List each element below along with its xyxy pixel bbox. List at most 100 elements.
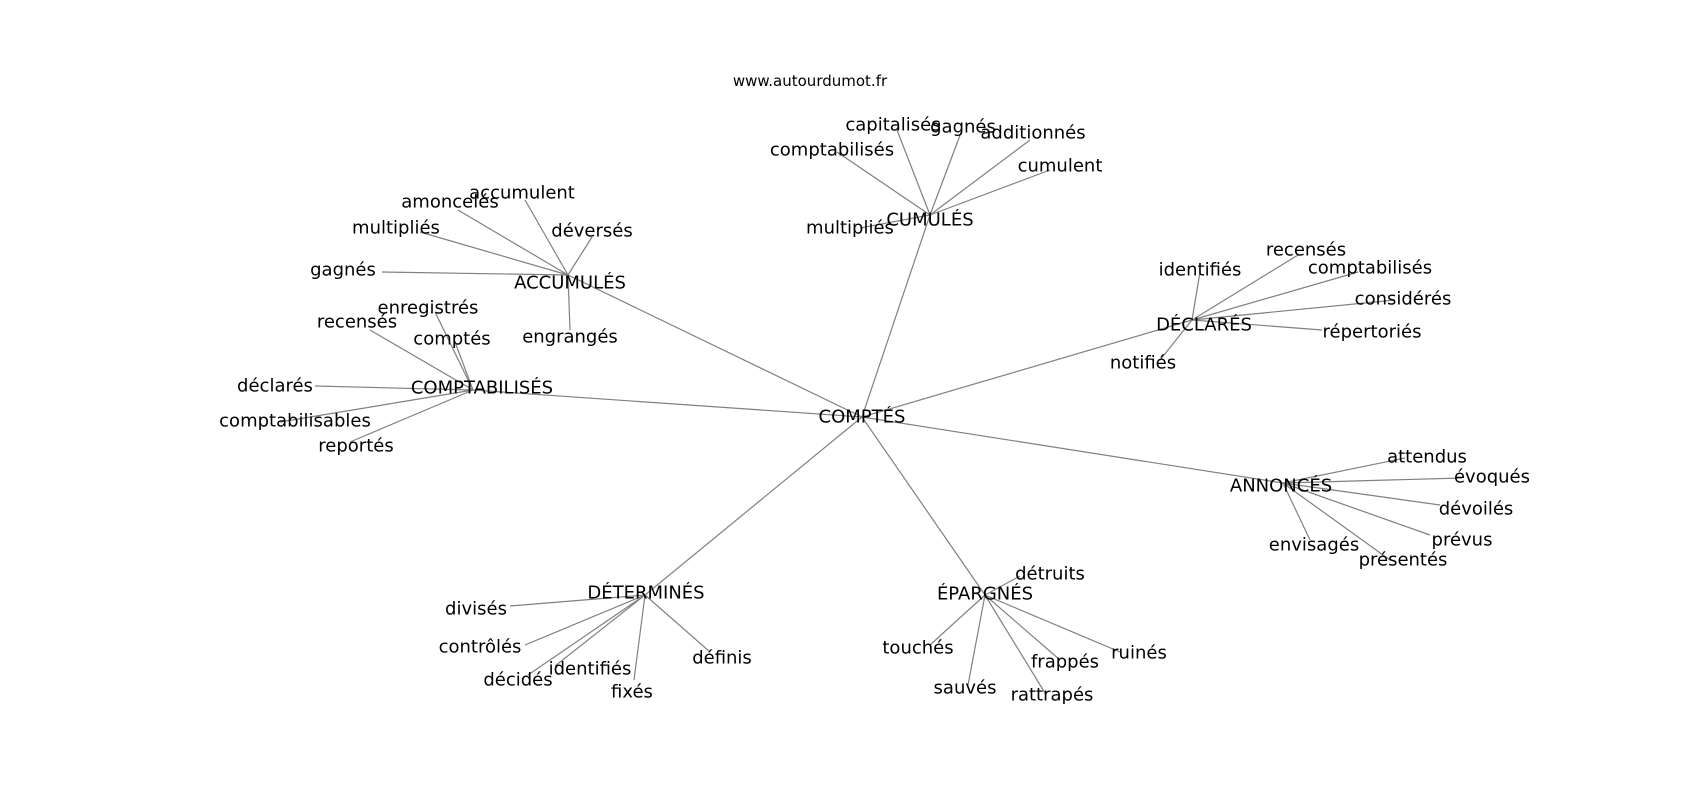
edge-hub-to-leaf xyxy=(454,341,474,391)
edge-root-to-hub xyxy=(861,416,986,596)
edge-hub-to-leaf xyxy=(1191,271,1359,321)
edge-root-to-hub xyxy=(861,214,931,418)
edge-hub-to-leaf xyxy=(929,129,963,216)
edge-hub-to-leaf xyxy=(1191,299,1396,321)
edge-root-to-hub xyxy=(861,319,1193,418)
hub-node-label: DÉTERMINÉS xyxy=(587,582,704,604)
edge-hub-to-leaf xyxy=(524,199,569,276)
edge-hub-to-leaf xyxy=(984,594,1061,661)
leaf-node-label: définis xyxy=(692,648,752,669)
leaf-node-label: comptabilisés xyxy=(770,140,894,161)
leaf-node-label: considérés xyxy=(1355,289,1452,310)
hub-node-label: CUMULÉS xyxy=(886,209,973,231)
edge-hub-to-leaf xyxy=(633,594,646,681)
edge-hub-to-leaf xyxy=(349,389,474,443)
edge-hub-to-leaf xyxy=(929,139,1031,216)
leaf-node-label: ruinés xyxy=(1111,643,1167,664)
edge-hub-to-leaf xyxy=(967,594,986,686)
hub-node-label: ANNONCÉS xyxy=(1230,475,1332,497)
leaf-node-label: contrôlés xyxy=(439,637,522,658)
leaf-node-label: gagnés xyxy=(310,260,376,281)
edge-hub-to-leaf xyxy=(929,594,986,646)
edge-root-to-hub xyxy=(861,416,1284,484)
leaf-node-label: engrangés xyxy=(522,327,618,348)
leaf-node-label: comptabilisés xyxy=(1308,258,1432,279)
leaf-node-label: recensés xyxy=(1266,240,1346,261)
edge-hub-to-leaf xyxy=(836,151,931,216)
edge-hub-to-leaf xyxy=(644,594,711,653)
edge-hub-to-leaf xyxy=(984,575,1021,596)
leaf-node-label: amoncelés xyxy=(401,192,498,213)
edge-hub-to-leaf xyxy=(896,129,931,216)
leaf-node-label: accumulent xyxy=(469,183,575,204)
edge-hub-to-leaf xyxy=(457,209,569,276)
leaf-node-label: comptabilisables xyxy=(219,411,371,432)
edge-hub-to-leaf xyxy=(1159,319,1193,361)
leaf-node-label: répertoriés xyxy=(1323,322,1422,343)
leaf-node-label: reportés xyxy=(318,436,393,457)
edge-root-to-hub xyxy=(567,274,863,418)
hub-node-label: ACCUMULÉS xyxy=(514,272,626,294)
leaf-node-label: envisagés xyxy=(1269,535,1359,556)
edge-hub-to-leaf xyxy=(419,231,569,276)
leaf-node-label: déversés xyxy=(551,221,632,242)
edge-hub-to-leaf xyxy=(1282,477,1463,484)
leaf-node-label: gagnés xyxy=(930,117,996,138)
edge-hub-to-leaf xyxy=(381,271,569,276)
edge-hub-to-leaf xyxy=(1191,319,1323,331)
leaf-node-label: comptés xyxy=(413,329,490,350)
edge-hub-to-leaf xyxy=(859,214,931,229)
edge-hub-to-leaf xyxy=(1282,457,1406,484)
leaf-node-label: cumulent xyxy=(1018,156,1103,177)
graph-labels: COMPTÉSCUMULÉScapitalisésgagnésadditionn… xyxy=(219,115,1530,706)
edge-hub-to-leaf xyxy=(1282,482,1311,541)
edge-root-to-hub xyxy=(644,416,863,596)
hub-node-label: COMPTABILISÉS xyxy=(411,377,553,399)
edge-hub-to-leaf xyxy=(314,385,474,391)
edge-hub-to-leaf xyxy=(509,594,646,607)
leaf-node-label: détruits xyxy=(1015,564,1085,585)
edge-hub-to-leaf xyxy=(1282,482,1441,506)
leaf-node-label: touchés xyxy=(882,638,953,659)
edge-hub-to-leaf xyxy=(554,594,646,667)
watermark: www.autourdumot.fr xyxy=(732,72,888,90)
leaf-node-label: recensés xyxy=(317,312,397,333)
leaf-node-label: attendus xyxy=(1387,447,1467,468)
leaf-node-label: frappés xyxy=(1031,652,1099,673)
edge-hub-to-leaf xyxy=(434,311,474,391)
leaf-node-label: enregistrés xyxy=(378,298,479,319)
leaf-node-label: évoqués xyxy=(1454,467,1530,488)
edge-hub-to-leaf xyxy=(567,236,593,276)
edge-hub-to-leaf xyxy=(369,329,474,391)
leaf-node-label: identifiés xyxy=(549,659,632,680)
edge-hub-to-leaf xyxy=(984,594,1046,694)
edge-hub-to-leaf xyxy=(984,594,1121,653)
leaf-node-label: multipliés xyxy=(806,218,894,239)
leaf-node-label: dévoilés xyxy=(1439,499,1514,520)
leaf-node-label: déclarés xyxy=(237,376,313,397)
edge-hub-to-leaf xyxy=(527,594,646,676)
edge-hub-to-leaf xyxy=(929,169,1051,216)
leaf-node-label: capitalisés xyxy=(845,115,940,136)
leaf-node-label: prévus xyxy=(1432,530,1493,551)
leaf-node-label: rattrapés xyxy=(1011,685,1094,706)
hub-node-label: ÉPARGNÉS xyxy=(937,583,1033,605)
leaf-node-label: divisés xyxy=(445,599,507,620)
leaf-node-label: identifiés xyxy=(1159,260,1242,281)
graph-edges xyxy=(279,129,1463,694)
edge-hub-to-leaf xyxy=(524,594,646,646)
edge-hub-to-leaf xyxy=(1282,482,1431,536)
leaf-node-label: présentés xyxy=(1359,550,1448,571)
edge-root-to-hub xyxy=(472,389,863,418)
leaf-node-label: sauvés xyxy=(934,678,997,699)
leaf-node-label: fixés xyxy=(611,682,653,703)
leaf-node-label: additionnés xyxy=(980,123,1085,144)
edge-hub-to-leaf xyxy=(1282,482,1391,561)
hub-node-label: DÉCLARÉS xyxy=(1156,314,1252,336)
edge-hub-to-leaf xyxy=(1191,254,1299,321)
root-node-label: COMPTÉS xyxy=(819,406,906,428)
edge-hub-to-leaf xyxy=(567,274,571,331)
edge-hub-to-leaf xyxy=(279,389,474,423)
edge-hub-to-leaf xyxy=(1191,271,1201,321)
